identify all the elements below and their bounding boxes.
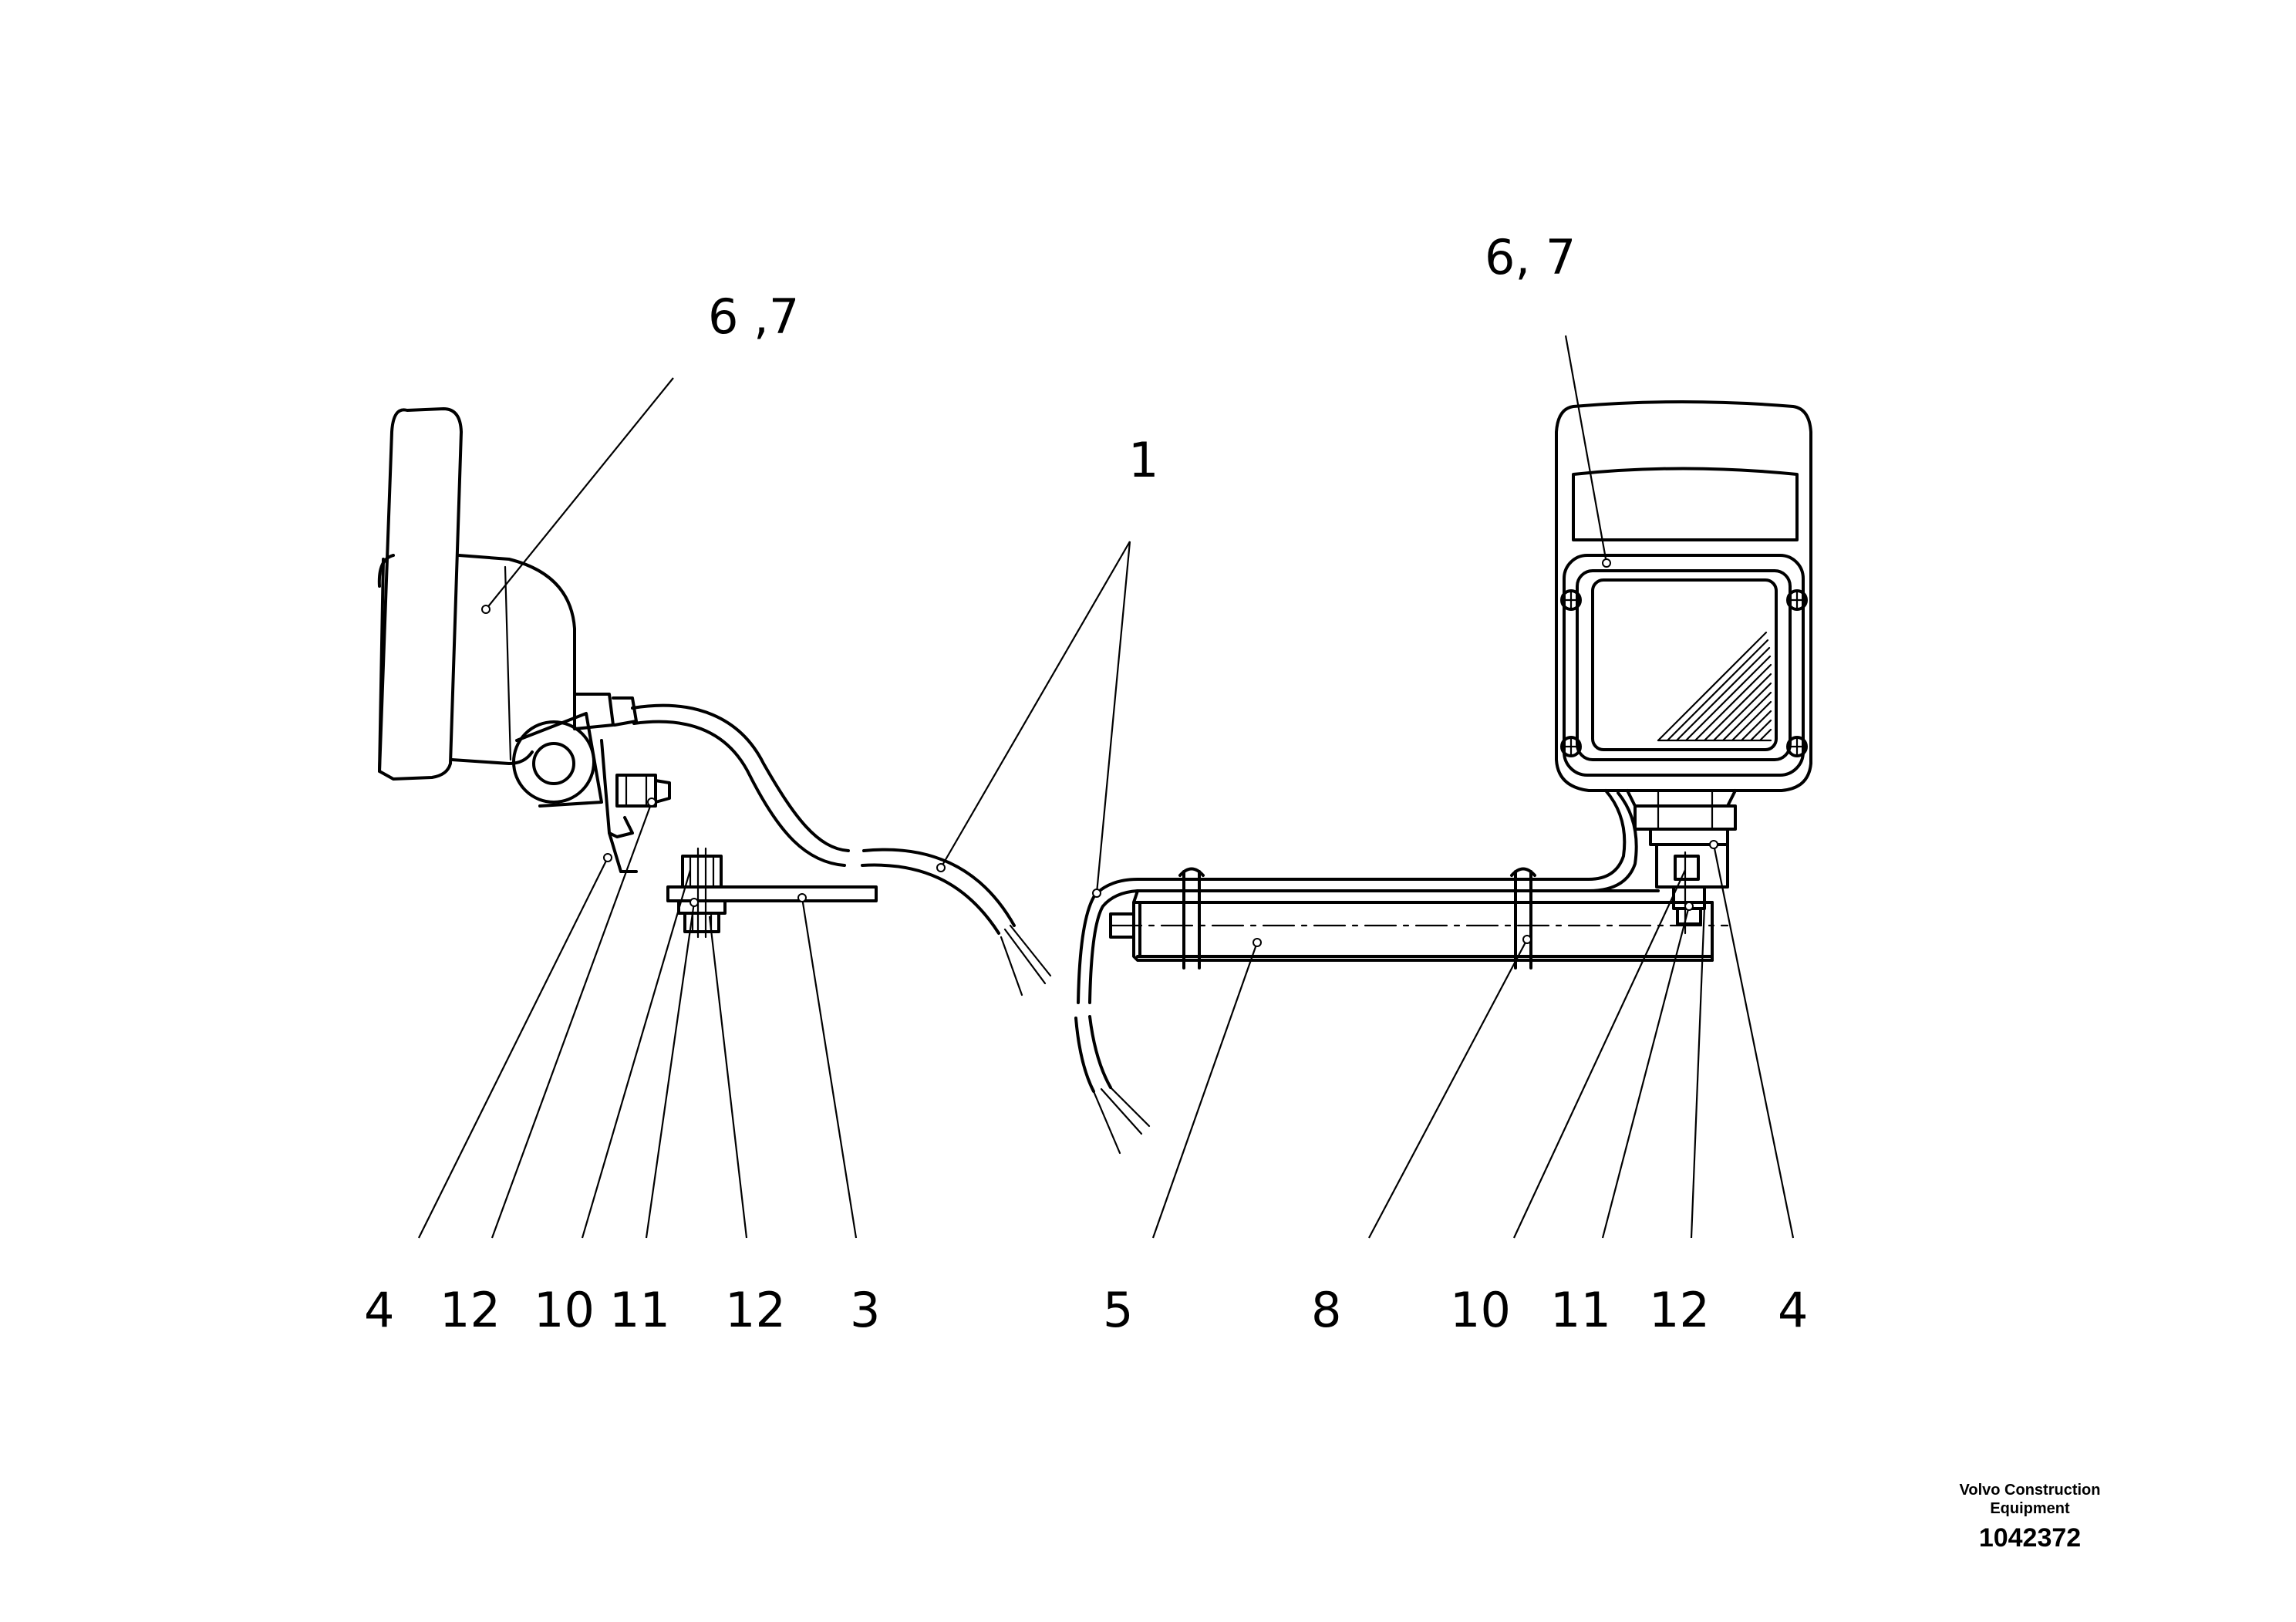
callout-bottom-1: 4: [364, 1282, 394, 1338]
callout-bottom-10: 11: [1550, 1282, 1611, 1338]
callout-bottom-12: 4: [1778, 1282, 1808, 1338]
left-cable: [631, 703, 1052, 996]
callout-bottom-6: 3: [850, 1282, 880, 1338]
callout-bottom-4: 11: [609, 1282, 670, 1338]
brand-line-2: Equipment: [1990, 1500, 2070, 1517]
callout-bottom-8: 8: [1311, 1282, 1341, 1338]
mounting-tube: [1109, 867, 1729, 969]
callout-labels: 6 ,7 6, 7 1 4 12 10 11 12 3 5 8 10 11 12…: [364, 229, 1808, 1338]
callout-left-lamp: 6 ,7: [708, 288, 799, 345]
footer-block: Volvo Construction Equipment 1042372: [1960, 1482, 2101, 1553]
callout-bottom-2: 12: [440, 1282, 501, 1338]
callout-bottom-5: 12: [725, 1282, 786, 1338]
callout-bottom-3: 10: [534, 1282, 595, 1338]
left-lamp-assembly: [377, 407, 671, 873]
mounting-plate: [666, 847, 878, 939]
drawing-number: 1042372: [1979, 1523, 2081, 1553]
callout-bottom-7: 5: [1103, 1282, 1133, 1338]
callout-right-lamp: 6, 7: [1485, 229, 1576, 285]
reflector-hatch: [1657, 631, 1772, 742]
brand-line-1: Volvo Construction: [1960, 1482, 2101, 1499]
right-lamp-assembly: [1555, 400, 1812, 935]
callout-bottom-9: 10: [1450, 1282, 1511, 1338]
lens-screws: [1560, 589, 1808, 757]
callout-cable: 1: [1128, 432, 1158, 488]
right-cable: [1074, 789, 1638, 1155]
leader-lines: [418, 335, 1795, 1239]
callout-bottom-11: 12: [1649, 1282, 1710, 1338]
